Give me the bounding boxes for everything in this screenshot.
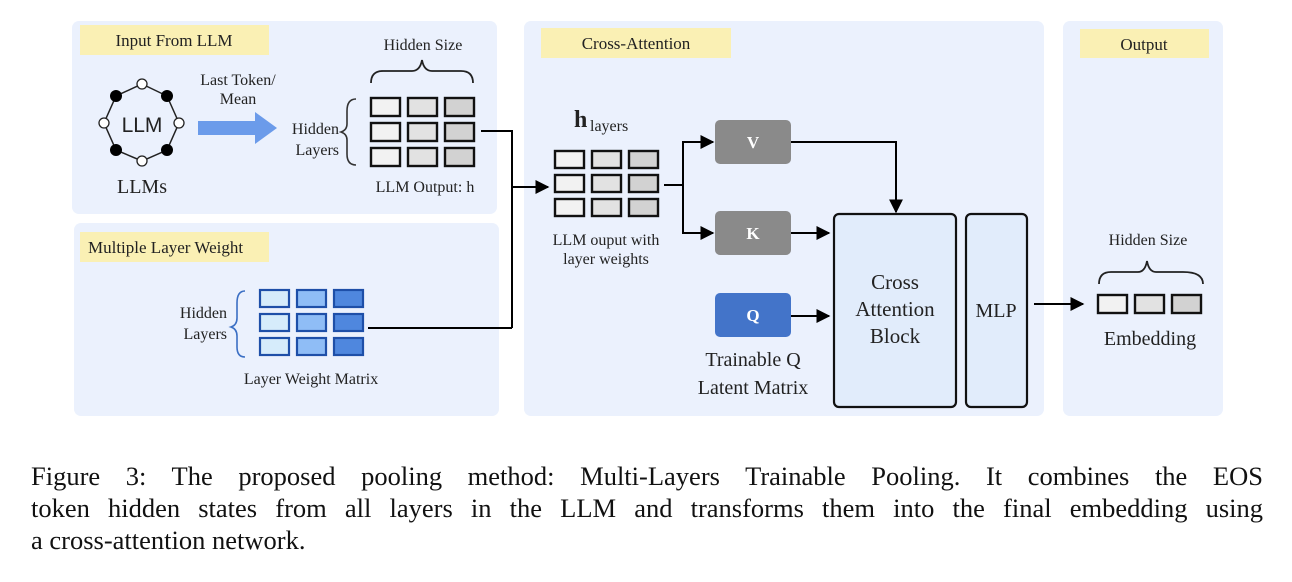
block-label-line3: Block: [870, 324, 921, 348]
block-label-line1: Cross: [871, 270, 919, 294]
matrix-cell: [443, 96, 476, 118]
panel-output: [1063, 21, 1223, 416]
matrix-cell: [1133, 293, 1166, 315]
matrix-cell: [553, 149, 586, 170]
matrix-cell: [590, 197, 623, 218]
llm-node-label: LLM: [122, 114, 163, 137]
hidden-layers-label-line1: Hidden: [292, 121, 339, 138]
q-caption-line2: Latent Matrix: [698, 377, 809, 399]
matrix-cell: [590, 173, 623, 194]
mlp-block: [964, 212, 1029, 409]
panel-label-input: Input From LLM: [115, 31, 232, 50]
llm-network-icon: [98, 78, 185, 167]
llms-caption: LLMs: [117, 176, 167, 198]
layer-weight-caption: Layer Weight Matrix: [244, 371, 378, 388]
hidden-size-label: Hidden Size: [384, 37, 463, 54]
matrix-cell: [295, 288, 328, 309]
matrix-cell: [258, 312, 291, 333]
q-label: Q: [746, 306, 759, 325]
matrix-cell: [258, 288, 291, 309]
arrow-label-line2: Mean: [220, 91, 256, 108]
embedding-vector: [1096, 293, 1203, 315]
connector-to-k: [682, 185, 715, 240]
matrix-cell: [627, 197, 660, 218]
matrix-cell: [258, 336, 291, 357]
matrix-cell: [332, 288, 365, 309]
v-box: [715, 120, 791, 164]
q-box: [715, 293, 791, 337]
matrix-cell: [369, 121, 402, 143]
matrix-cell: [590, 149, 623, 170]
matrix-cell: [332, 336, 365, 357]
caption-line-2: token hidden states from all layers in t…: [31, 493, 1263, 523]
matrix-cell: [406, 121, 439, 143]
panel-label-cross-attention: Cross-Attention: [582, 34, 691, 53]
last-token-arrow: [198, 112, 277, 144]
caption-line-3: a cross-attention network.: [31, 525, 306, 555]
matrix-cell: [627, 173, 660, 194]
panel-label-bg: [1080, 29, 1209, 58]
matrix-cell: [295, 312, 328, 333]
output-hidden-size-brace: [1098, 260, 1204, 285]
k-label: K: [746, 224, 760, 243]
k-box: [715, 211, 791, 255]
h-layers-subscript: layers: [590, 118, 628, 135]
hidden-layers-label-line2: Layers: [295, 142, 339, 159]
arrow-label-line1: Last Token/: [200, 72, 276, 89]
llm-output-matrix: [369, 96, 476, 168]
matrix-cell: [369, 146, 402, 168]
q-caption-line1: Trainable Q: [705, 349, 801, 371]
matrix-cell: [369, 96, 402, 118]
v-label: V: [747, 133, 760, 152]
matrix-cell: [295, 336, 328, 357]
panel-label-output: Output: [1120, 35, 1168, 54]
matrix-cell: [627, 149, 660, 170]
matrix-cell: [332, 312, 365, 333]
panel-label-bg: [541, 28, 731, 58]
block-label-line2: Attention: [855, 297, 935, 321]
cross-attention-block: [832, 212, 958, 409]
llm-output-caption: LLM Output: h: [376, 179, 475, 196]
figure-caption: Figure 3: The proposed pooling method: M…: [31, 460, 1263, 556]
h-layers-symbol: h: [574, 107, 587, 133]
hidden-layers-label-line2: Layers: [183, 326, 227, 343]
matrix-cell: [553, 197, 586, 218]
matrix-cell: [1170, 293, 1203, 315]
matrix-cell: [443, 146, 476, 168]
panel-label-bg: [80, 25, 269, 55]
matrix-cell: [553, 173, 586, 194]
h-layers-caption-line1: LLM ouput with: [553, 232, 660, 249]
connector-v-to-block: [791, 141, 903, 214]
matrix-cell: [406, 146, 439, 168]
matrix-cell: [443, 121, 476, 143]
output-hidden-size-label: Hidden Size: [1109, 232, 1188, 249]
hidden-layers-brace-blue: [228, 290, 246, 358]
hidden-size-brace: [370, 59, 474, 84]
panel-label-layer-weight: Multiple Layer Weight: [88, 238, 243, 257]
embedding-caption: Embedding: [1104, 328, 1196, 350]
caption-line-1: Figure 3: The proposed pooling method: M…: [31, 461, 1263, 491]
panel-label-bg: [80, 232, 269, 262]
connector-llm-output: [481, 130, 513, 328]
matrix-cell: [1096, 293, 1129, 315]
matrix-cell: [406, 96, 439, 118]
h-layers-caption-line2: layer weights: [563, 251, 649, 268]
pooling-diagram: Input From LLM Multiple Layer Weight Cro…: [72, 21, 1223, 416]
hidden-layers-brace: [338, 98, 357, 166]
hidden-layers-label-line1: Hidden: [180, 305, 227, 322]
layer-weight-matrix: [258, 288, 365, 357]
mlp-label: MLP: [975, 300, 1016, 322]
h-layers-matrix: [553, 149, 660, 218]
